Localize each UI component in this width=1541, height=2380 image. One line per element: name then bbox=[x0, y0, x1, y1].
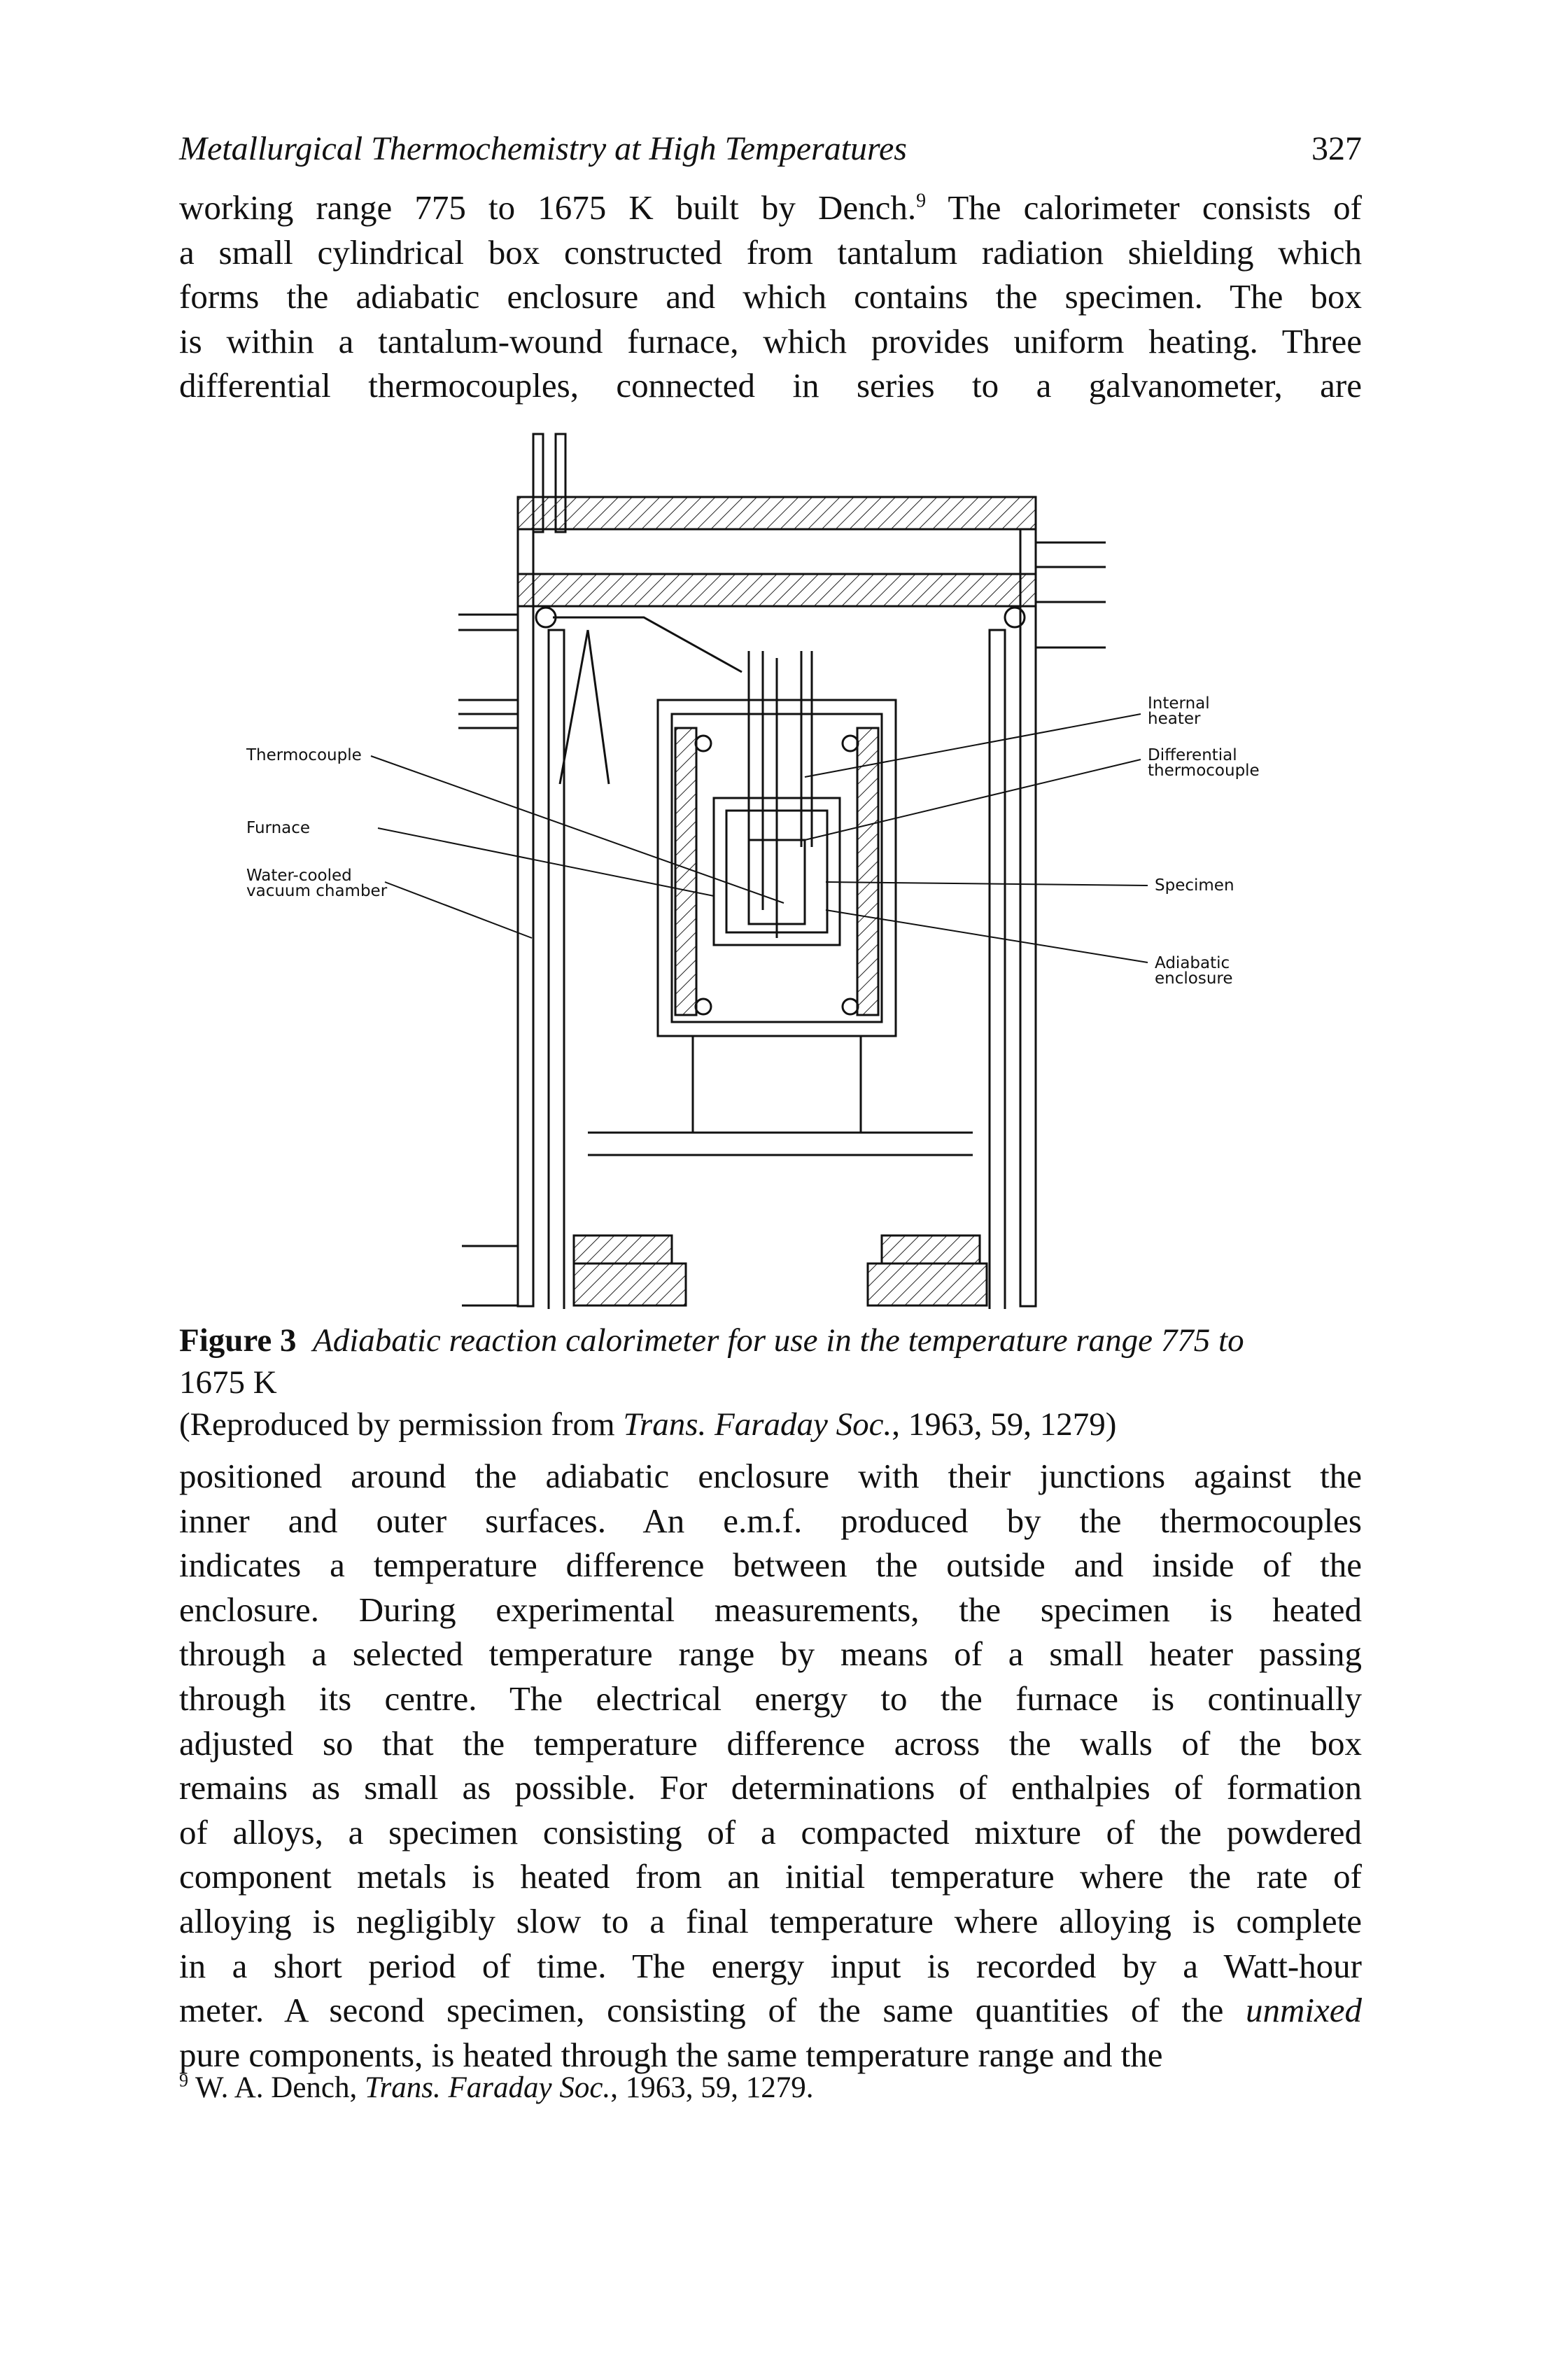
text-line: pure components, is heated through the s… bbox=[179, 2035, 1163, 2074]
caption-text: Adiabatic reaction calorimeter for use i… bbox=[313, 1322, 1244, 1359]
label-vacuum-chamber: vacuum chamber bbox=[246, 882, 388, 900]
italic-word: unmixed bbox=[1246, 1991, 1362, 2030]
label-thermocouple-2: thermocouple bbox=[1148, 762, 1260, 780]
text-line: working range 775 to 1675 K built by Den… bbox=[179, 188, 1362, 227]
caption-line-1: Figure 3 Adiabatic reaction calorimeter … bbox=[179, 1320, 1362, 1362]
label-differential: Differential bbox=[1148, 746, 1237, 764]
footnote-journal: Trans. Faraday Soc. bbox=[365, 2071, 611, 2104]
label-specimen: Specimen bbox=[1155, 876, 1234, 895]
footnote-mark: 9 bbox=[179, 2070, 188, 2091]
text-line: a small cylindrical box constructed from… bbox=[179, 232, 1362, 272]
text-line: is within a tantalum-wound furnace, whic… bbox=[179, 321, 1362, 360]
text-line: alloying is negligibly slow to a final t… bbox=[179, 1901, 1362, 1940]
text-line: in a short period of time. The energy in… bbox=[179, 1946, 1362, 1985]
credit-journal: Trans. Faraday Soc. bbox=[623, 1406, 892, 1443]
bottom-flange-right bbox=[880, 1234, 981, 1265]
footnote: 9 W. A. Dench, Trans. Faraday Soc., 1963… bbox=[179, 2070, 814, 2104]
running-title: Metallurgical Thermochemistry at High Te… bbox=[179, 130, 907, 167]
inner-wall-left bbox=[547, 629, 565, 1309]
outer-wall-left bbox=[516, 528, 535, 1308]
paragraph-top: working range 775 to 1675 K built by Den… bbox=[179, 186, 1362, 408]
figure-credit: (Reproduced by permission from Trans. Fa… bbox=[179, 1406, 1117, 1443]
label-internal: Internal bbox=[1148, 694, 1210, 713]
text-line: differential thermocouples, connected in… bbox=[179, 366, 1362, 405]
text-line: through its centre. The electrical energ… bbox=[179, 1679, 1362, 1718]
top-tube-right bbox=[554, 433, 567, 533]
base-block-right bbox=[866, 1262, 988, 1307]
text-line: of alloys, a specimen consisting of a co… bbox=[179, 1812, 1362, 1851]
top-tube-left bbox=[532, 433, 544, 533]
paragraph-bottom: positioned around the adiabatic enclosur… bbox=[179, 1454, 1362, 2077]
caption-line-2: 1675 K bbox=[179, 1364, 277, 1401]
base-block-left bbox=[572, 1262, 687, 1307]
label-adiabatic: Adiabatic bbox=[1155, 954, 1230, 972]
flange-plate bbox=[516, 573, 1037, 608]
inner-wall-right bbox=[988, 629, 1006, 1309]
calorimeter-figure: Thermocouple Furnace Water-cooled vacuum… bbox=[210, 420, 1358, 1309]
figure-number: Figure 3 bbox=[179, 1322, 297, 1359]
text-line: remains as small as possible. For determ… bbox=[179, 1768, 1362, 1807]
calorimeter-diagram: Thermocouple Furnace Water-cooled vacuum… bbox=[246, 433, 1260, 1309]
label-water-cooled: Water-cooled bbox=[246, 867, 352, 885]
text-line: inner and outer surfaces. An e.m.f. prod… bbox=[179, 1501, 1362, 1540]
o-ring-seal-left bbox=[535, 606, 557, 629]
running-head: Metallurgical Thermochemistry at High Te… bbox=[179, 125, 1362, 174]
bottom-flange-left bbox=[572, 1234, 673, 1265]
outer-wall-right bbox=[1019, 528, 1037, 1308]
label-heater: heater bbox=[1148, 710, 1201, 728]
text-line: forms the adiabatic enclosure and which … bbox=[179, 277, 1362, 316]
chamber-lid bbox=[516, 496, 1037, 531]
text-line: component metals is heated from an initi… bbox=[179, 1857, 1362, 1896]
text-line: enclosure. During experimental measureme… bbox=[179, 1590, 1362, 1629]
text-line: adjusted so that the temperature differe… bbox=[179, 1723, 1362, 1763]
text-line: through a selected temperature range by … bbox=[179, 1634, 1362, 1674]
page-number: 327 bbox=[1311, 130, 1362, 167]
text-line: positioned around the adiabatic enclosur… bbox=[179, 1457, 1362, 1495]
label-thermocouple: Thermocouple bbox=[246, 746, 362, 764]
label-furnace: Furnace bbox=[246, 819, 310, 837]
o-ring-seal-right bbox=[1004, 606, 1026, 629]
text-line: meter. A second specimen, consisting of … bbox=[179, 1991, 1362, 2030]
text-line: indicates a temperature difference betwe… bbox=[179, 1546, 1362, 1585]
reference-mark: 9 bbox=[916, 190, 927, 212]
label-enclosure: enclosure bbox=[1155, 969, 1233, 988]
figure-caption: Figure 3 Adiabatic reaction calorimeter … bbox=[179, 1320, 1362, 1443]
